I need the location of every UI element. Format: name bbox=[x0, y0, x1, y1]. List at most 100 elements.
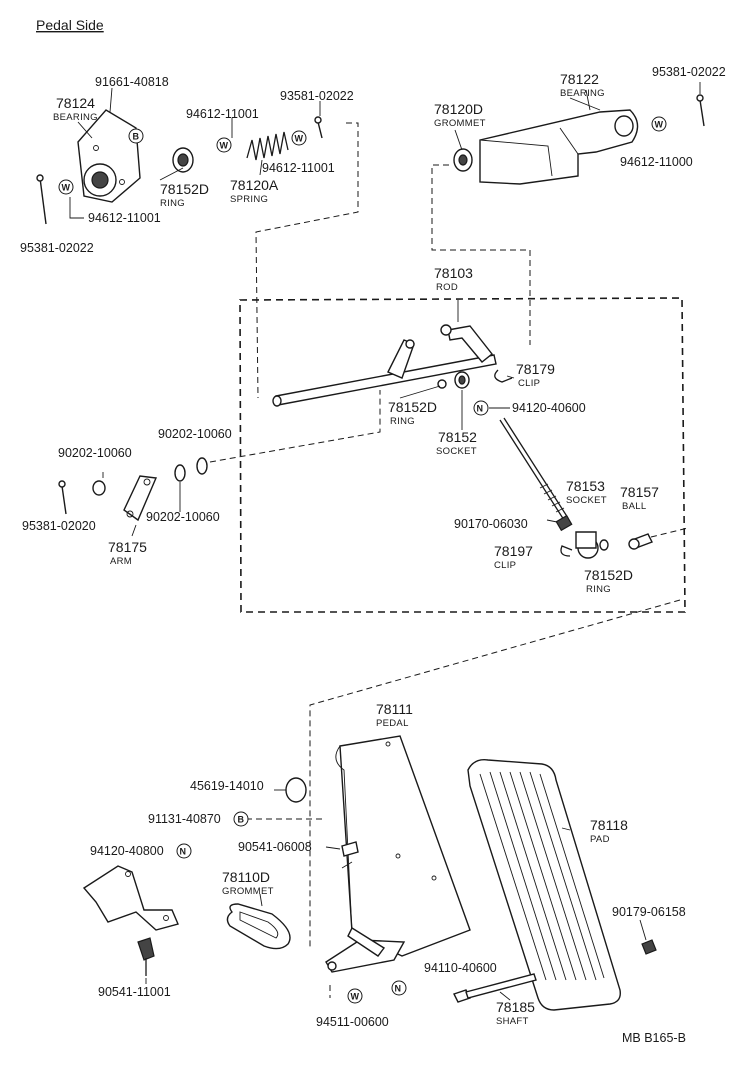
shaft-icon bbox=[453, 973, 537, 1003]
label-78197-name: CLIP bbox=[494, 560, 516, 571]
stopper-icon bbox=[285, 777, 307, 803]
label-93581-02022: 93581-02022 bbox=[280, 89, 354, 103]
label-78103-name: ROD bbox=[436, 282, 458, 293]
label-78152D-a: 78152D bbox=[160, 181, 209, 197]
part-labels: 91661-40818 78124 BEARING 94612-11001 93… bbox=[20, 65, 726, 1045]
clip-icon bbox=[560, 545, 573, 557]
label-78111: 78111 bbox=[376, 701, 413, 717]
b-symbol-icon: B bbox=[233, 811, 249, 827]
n-symbol-icon: N bbox=[473, 400, 489, 416]
label-94511-00600: 94511-00600 bbox=[316, 1015, 389, 1029]
label-78175-name: ARM bbox=[110, 556, 132, 567]
label-78179: 78179 bbox=[516, 361, 555, 377]
svg-text:B: B bbox=[238, 815, 245, 825]
label-78152D-c: 78152D bbox=[584, 567, 633, 583]
label-94612-11001-a: 94612-11001 bbox=[186, 107, 259, 121]
b-symbol-icon: B bbox=[128, 128, 144, 144]
ring-icon bbox=[437, 379, 447, 389]
grommet-icon bbox=[453, 148, 473, 172]
label-78110D-name: GROMMET bbox=[222, 886, 274, 897]
label-78153: 78153 bbox=[566, 478, 605, 494]
label-78103: 78103 bbox=[434, 265, 473, 281]
arm-78175 bbox=[123, 475, 158, 522]
cotter-pin-icon bbox=[314, 116, 323, 139]
label-95381-02022-b: 95381-02022 bbox=[652, 65, 726, 79]
cotter-pin-icon bbox=[696, 94, 705, 127]
label-90179-06158: 90179-06158 bbox=[612, 905, 686, 919]
label-78157-name: BALL bbox=[622, 501, 646, 512]
label-90202-10060-b: 90202-10060 bbox=[58, 446, 132, 460]
label-78197: 78197 bbox=[494, 543, 533, 559]
label-94612-11001-b: 94612-11001 bbox=[262, 161, 335, 175]
socket-icon bbox=[454, 371, 470, 389]
ball-icon bbox=[628, 533, 653, 550]
label-78152D-a-name: RING bbox=[160, 198, 185, 209]
w-symbol-icon: W bbox=[58, 179, 74, 195]
label-95381-02022-a: 95381-02022 bbox=[20, 241, 94, 255]
svg-text:W: W bbox=[220, 141, 229, 151]
page-title: Pedal Side bbox=[36, 17, 104, 33]
assembly-guides bbox=[209, 122, 689, 998]
label-45619-14010: 45619-14010 bbox=[190, 779, 264, 793]
label-78118-name: PAD bbox=[590, 834, 610, 845]
w-symbol-icon: W bbox=[347, 988, 363, 1004]
leader-lines bbox=[102, 89, 647, 1001]
diagram-code: MB B165-B bbox=[622, 1031, 686, 1045]
label-78120A: 78120A bbox=[230, 177, 279, 193]
label-90202-10060-a: 90202-10060 bbox=[158, 427, 232, 441]
cotter-pin-icon bbox=[58, 480, 67, 515]
label-78179-name: CLIP bbox=[518, 378, 540, 389]
label-78152: 78152 bbox=[438, 429, 477, 445]
label-90202-10060-c: 90202-10060 bbox=[146, 510, 220, 524]
label-78124: 78124 bbox=[56, 95, 95, 111]
w-symbol-icon: W bbox=[651, 116, 667, 132]
label-95381-02020: 95381-02020 bbox=[22, 519, 96, 533]
label-94120-40800: 94120-40800 bbox=[90, 844, 164, 858]
pedal-78111 bbox=[325, 735, 471, 973]
label-78122: 78122 bbox=[560, 71, 599, 87]
label-91131-40870: 91131-40870 bbox=[148, 812, 221, 826]
bracket-icon bbox=[82, 865, 179, 931]
svg-text:W: W bbox=[295, 134, 304, 144]
grommet-icon bbox=[226, 903, 291, 950]
label-94110-40600: 94110-40600 bbox=[424, 961, 497, 975]
bearing-78122 bbox=[479, 97, 639, 185]
label-78152D-b: 78152D bbox=[388, 399, 437, 415]
n-symbol-icon: N bbox=[176, 843, 192, 859]
ring-icon bbox=[599, 539, 609, 551]
label-94612-11001-c: 94612-11001 bbox=[88, 211, 161, 225]
washer-icon bbox=[92, 457, 208, 496]
label-78124-name: BEARING bbox=[53, 112, 98, 123]
label-78122-name: BEARING bbox=[560, 88, 605, 99]
svg-text:N: N bbox=[477, 404, 484, 414]
w-symbol-icon: W bbox=[291, 130, 307, 146]
cotter-pin-icon bbox=[36, 174, 47, 225]
label-78175: 78175 bbox=[108, 539, 147, 555]
nut-icon bbox=[641, 939, 657, 955]
svg-text:B: B bbox=[133, 132, 140, 142]
socket-icon bbox=[575, 531, 599, 559]
label-91661-40818: 91661-40818 bbox=[95, 75, 169, 89]
label-78111-name: PEDAL bbox=[376, 718, 409, 729]
label-78110D: 78110D bbox=[222, 869, 270, 885]
label-78120A-name: SPRING bbox=[230, 194, 268, 205]
label-78185-name: SHAFT bbox=[496, 1016, 529, 1027]
svg-text:N: N bbox=[180, 847, 187, 857]
ring-icon bbox=[172, 147, 194, 173]
label-90541-06008: 90541-06008 bbox=[238, 840, 312, 854]
nut-icon bbox=[555, 514, 573, 532]
label-90541-11001: 90541-11001 bbox=[98, 985, 171, 999]
label-78185: 78185 bbox=[496, 999, 535, 1015]
label-94612-11000: 94612-11000 bbox=[620, 155, 693, 169]
label-78152D-b-name: RING bbox=[390, 416, 415, 427]
pad-78118 bbox=[467, 759, 621, 1011]
svg-text:W: W bbox=[62, 183, 71, 193]
label-78118: 78118 bbox=[590, 817, 628, 833]
clip-icon bbox=[494, 369, 513, 383]
svg-text:W: W bbox=[351, 992, 360, 1002]
bearing-78124 bbox=[77, 87, 141, 203]
w-symbol-icon: W bbox=[216, 137, 232, 153]
label-78120D-name: GROMMET bbox=[434, 118, 486, 129]
label-78152-name: SOCKET bbox=[436, 446, 477, 457]
